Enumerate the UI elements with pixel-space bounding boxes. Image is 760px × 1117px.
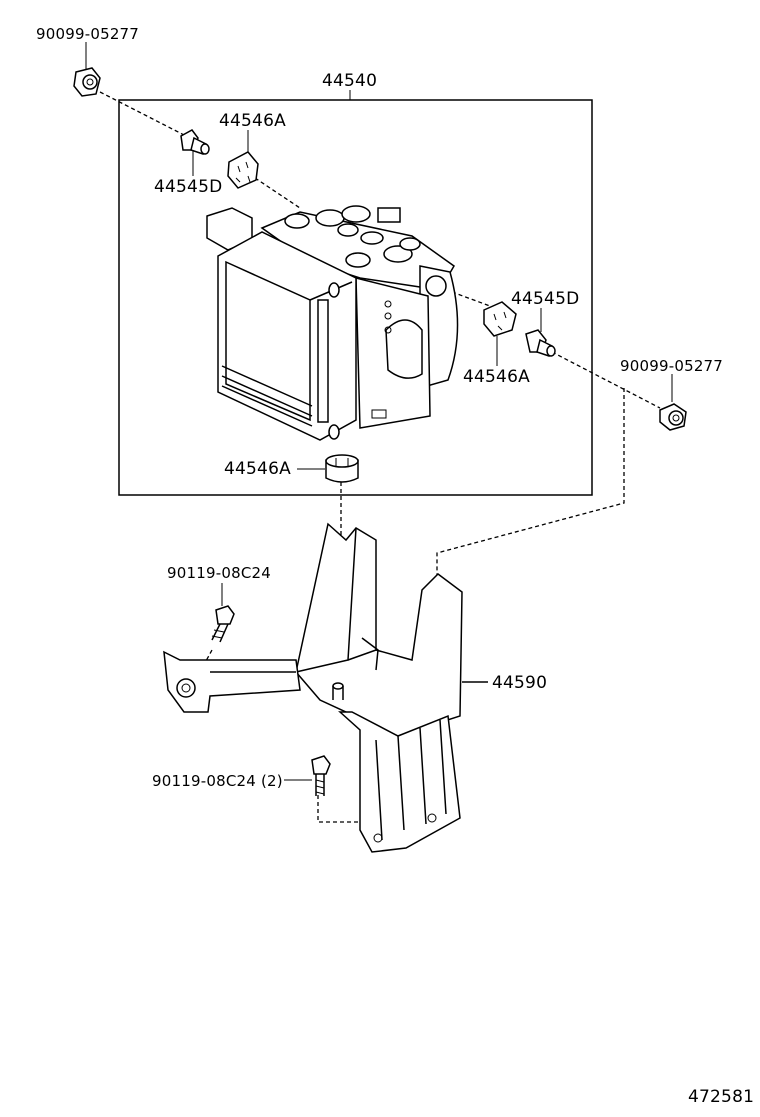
nut-top-left-part [73,67,101,97]
label-nut-top-left: 90099-05277 [36,25,140,43]
label-bolt-bracket-upper: 90119-08C24 [167,564,271,582]
label-bolt-bracket-lower: 90119-08C24 (2) [152,772,283,790]
label-cushion-right: 44546A [463,367,530,387]
bracket-part [163,522,463,853]
assembly-frame [118,99,593,496]
bolt-bracket-lower-part [311,755,331,796]
label-actuator-assy: 44540 [322,71,378,91]
label-nut-right: 90099-05277 [620,357,724,375]
label-bolt-upper-left: 44545D [154,177,223,197]
dashed-assembly-lines [99,91,661,823]
bolt-bracket-upper-part [211,605,235,643]
figure-number: 472581 [688,1087,755,1107]
cushion-bottom-part [325,454,359,483]
nut-right-part [659,403,687,431]
bolt-upper-left-part [180,129,210,155]
label-cushion-bottom: 44546A [224,459,291,479]
label-cushion-upper: 44546A [219,111,286,131]
leader-lines [85,42,673,781]
label-bolt-right: 44545D [511,289,580,309]
label-bracket: 44590 [492,673,548,693]
actuator-body [206,205,459,441]
cushion-upper-part [227,151,259,189]
cushion-right-part [483,301,517,337]
bolt-right-part [525,329,556,357]
